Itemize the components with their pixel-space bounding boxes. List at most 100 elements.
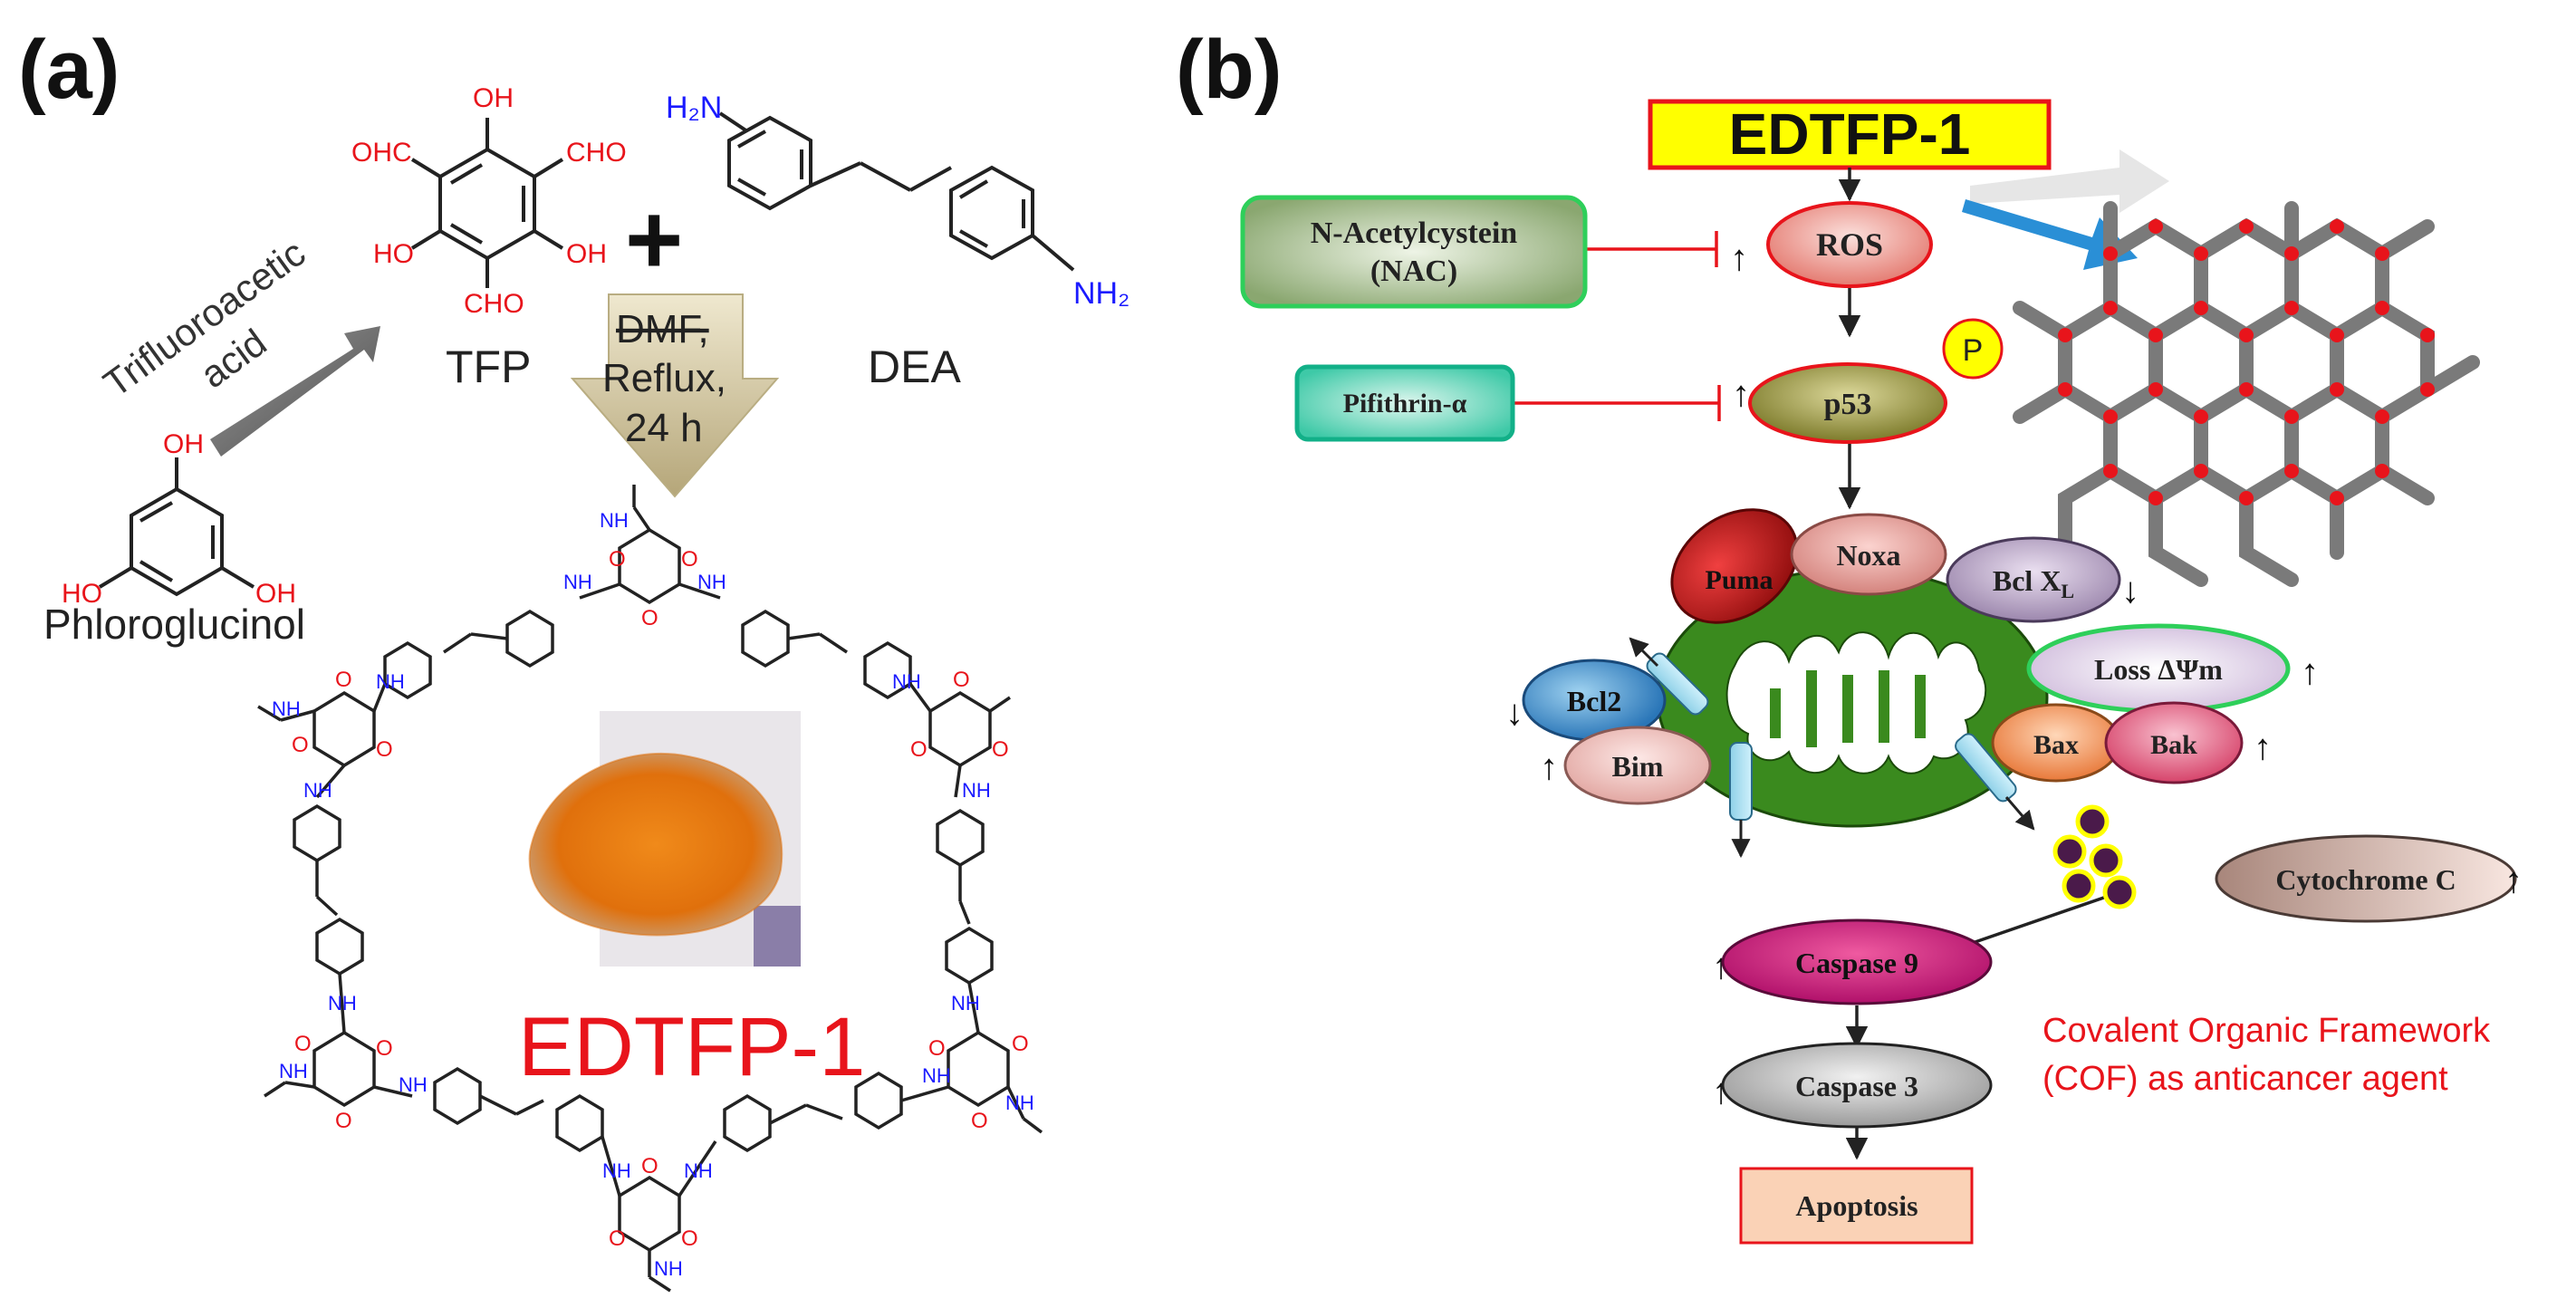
edtfp-label: EDTFP-1 <box>1729 101 1971 167</box>
nh-label-11: NH <box>279 1060 308 1082</box>
o-label-9: O <box>992 737 1009 762</box>
tfp-cho-right: CHO <box>566 138 627 168</box>
inhibition-lines <box>1513 231 1721 421</box>
nh-label-3: NH <box>697 571 726 593</box>
mitochondrion <box>1656 567 2049 828</box>
caspase9-label: Caspase 9 <box>1795 947 1918 979</box>
conditions-arrow <box>570 293 780 498</box>
nh-label-8: NH <box>962 779 991 802</box>
tfp-cho-bottom: CHO <box>464 289 524 319</box>
bclxl-label: Bcl XL <box>1993 564 2074 602</box>
tfp-oh-left: HO <box>373 239 414 269</box>
apoptosis-label: Apoptosis <box>1795 1189 1918 1222</box>
nh-label-6: NH <box>272 697 301 720</box>
bak-up-arrow: ↑ <box>2254 727 2272 767</box>
nh-label-14: NH <box>1005 1092 1034 1114</box>
channel-flux-arrows <box>1629 637 2035 859</box>
bclxl-node <box>1946 536 2121 623</box>
apoptosis-box <box>1739 1167 1974 1245</box>
nh-label-2: NH <box>563 571 592 593</box>
o-label-16: O <box>641 1154 658 1178</box>
o-label-15: O <box>971 1109 988 1133</box>
o-label-11: O <box>376 1036 393 1061</box>
o-label-7: O <box>953 668 970 692</box>
p53-node <box>1748 362 1947 444</box>
cytochrome-up-arrow: ↑ <box>2504 861 2523 900</box>
caspase3-label: Caspase 3 <box>1795 1070 1918 1102</box>
panel-a-label: (a) <box>18 24 120 116</box>
cof-honeycomb-image <box>2013 201 2480 587</box>
ros-label: ROS <box>1816 226 1883 263</box>
nac-box <box>1240 195 1588 309</box>
nh-label-13: NH <box>922 1064 951 1087</box>
p53-label: p53 <box>1824 388 1872 421</box>
phloroglucinol-oh-top: OH <box>163 429 204 459</box>
o-label-6: O <box>376 737 393 762</box>
nh-label-10: NH <box>951 992 980 1015</box>
reaction-arrow <box>210 326 380 457</box>
puma-label: Puma <box>1706 565 1773 595</box>
o-label-8: O <box>910 737 928 762</box>
conditions-line1: DMF, <box>616 307 709 351</box>
pifithrin-label: Pifithrin-α <box>1343 389 1467 418</box>
o-label-17: O <box>609 1226 626 1251</box>
bim-up-arrow: ↑ <box>1540 747 1558 787</box>
o-label-10: O <box>294 1032 312 1056</box>
phospho-label: P <box>1963 333 1984 368</box>
powder-photo <box>528 711 801 967</box>
nh-label-12: NH <box>399 1073 428 1096</box>
panel-a: (a) OH HO OH Phloroglucinol Trifluoroace… <box>18 24 1129 1293</box>
o-label-3: O <box>641 606 658 630</box>
nh-label-1: NH <box>600 509 629 532</box>
conditions-line3: 24 h <box>625 406 703 450</box>
puma-node <box>1670 508 1799 624</box>
p53-up-arrow: ↑ <box>1732 374 1750 414</box>
conditions-line2: Reflux, <box>602 356 726 400</box>
bcl2-down-arrow: ↓ <box>1505 693 1523 733</box>
o-label-14: O <box>1012 1032 1029 1056</box>
cof-caption-line2: (COF) as anticancer agent <box>2043 1060 2448 1098</box>
bim-node <box>1563 726 1712 805</box>
noxa-node <box>1790 513 1947 596</box>
cytochrome-label: Cytochrome C <box>2275 863 2456 896</box>
o-label-4: O <box>335 668 352 692</box>
dea-amine-top: H₂N <box>666 91 722 125</box>
tfp-name: TFP <box>446 341 531 392</box>
pifithrin-box <box>1294 364 1515 442</box>
bak-label: Bak <box>2150 730 2197 760</box>
edtfp-box <box>1648 99 2052 170</box>
bim-label: Bim <box>1612 750 1664 783</box>
tfp-structure <box>410 118 564 288</box>
tfp-cho-left: OHC <box>351 138 412 168</box>
loss-up-arrow: ↑ <box>2301 652 2319 692</box>
loss-label: Loss ΔΨm <box>2094 653 2223 686</box>
caspase9-node <box>1721 918 1993 1005</box>
o-label-18: O <box>681 1226 698 1251</box>
tfp-oh-top: OH <box>473 83 514 113</box>
phloroglucinol-oh-right: OH <box>255 579 296 609</box>
nac-label-line1: N-Acetylcystein <box>1311 216 1518 250</box>
bcl2-label: Bcl2 <box>1567 685 1621 717</box>
dea-amine-bottom: NH₂ <box>1073 276 1129 311</box>
dea-structure <box>718 111 1075 272</box>
noxa-label: Noxa <box>1836 539 1900 572</box>
nh-label-16: NH <box>684 1159 713 1182</box>
bax-label: Bax <box>2033 730 2079 760</box>
dea-name: DEA <box>868 341 961 392</box>
product-label: EDTFP-1 <box>518 1001 865 1093</box>
phloroglucinol-name: Phloroglucinol <box>43 601 305 648</box>
cof-caption-line1: Covalent Organic Framework <box>2043 1012 2491 1050</box>
cytochrome-node <box>2215 834 2517 923</box>
nac-label-line2: (NAC) <box>1370 255 1457 288</box>
bclxl-main: Bcl X <box>1993 564 2062 597</box>
bak-node <box>2104 701 2244 784</box>
nh-label-17: NH <box>654 1257 683 1280</box>
o-label-13: O <box>928 1036 946 1061</box>
o-label-2: O <box>681 547 698 572</box>
membrane-channels <box>1646 652 2017 821</box>
panel-b: (b) EDTFP-1 <box>1176 24 2523 1245</box>
nh-label-15: NH <box>602 1159 631 1182</box>
plus-sign: + <box>625 184 683 295</box>
caspase3-node <box>1721 1042 1993 1129</box>
